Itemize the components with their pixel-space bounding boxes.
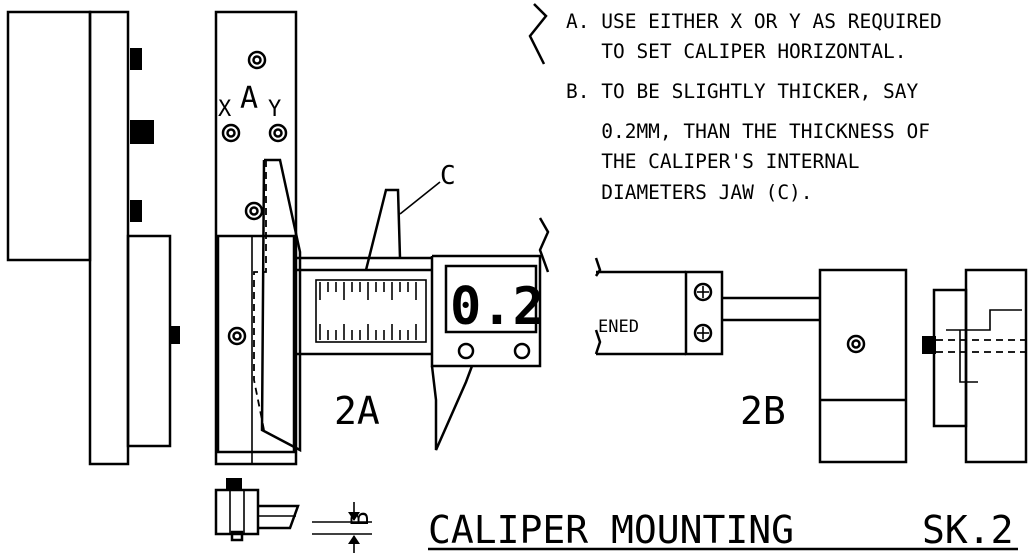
caliper-reading: 0.2 xyxy=(450,277,544,337)
upright-plate xyxy=(214,10,298,466)
note-a-line-2: TO SET CALIPER HORIZONTAL. xyxy=(566,40,907,63)
label-ened: ENED xyxy=(598,317,639,337)
note-a-line-1: A. USE EITHER X OR Y AS REQUIRED xyxy=(566,10,942,33)
label-a: A xyxy=(240,81,258,116)
note-b-line-4: DIAMETERS JAW (C). xyxy=(566,181,813,204)
label-b: B xyxy=(346,512,374,526)
note-b-line-2: 0.2MM, THAN THE THICKNESS OF xyxy=(566,120,930,143)
view-label-2b: 2B xyxy=(740,389,786,433)
label-x: X xyxy=(218,97,232,122)
drawing-title: CALIPER MOUNTING xyxy=(428,508,794,552)
label-y: Y xyxy=(268,97,281,122)
note-b-line-3: THE CALIPER'S INTERNAL xyxy=(566,150,860,173)
label-c: C xyxy=(440,161,456,191)
note-b-line-1: B. TO BE SLIGHTLY THICKER, SAY xyxy=(566,80,919,103)
jaw-detail xyxy=(214,478,300,542)
view-label-2a: 2A xyxy=(334,389,380,433)
top-break-line xyxy=(528,3,548,65)
view-2b-caliper-end xyxy=(594,257,820,356)
view-2b-side-block xyxy=(922,268,1028,464)
view-2b-mount-block xyxy=(818,268,908,464)
sheet-number: SK.2 xyxy=(922,508,1014,552)
thickness-dimension-b xyxy=(312,502,372,553)
side-view-mount xyxy=(6,10,180,466)
scale-ticks xyxy=(319,282,417,340)
caliper-2a xyxy=(260,158,550,453)
